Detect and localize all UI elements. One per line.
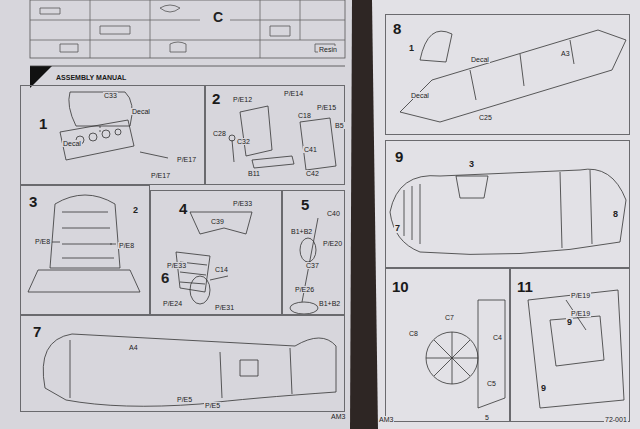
part-label: C41 [303,146,318,153]
part-label: P/E15 [316,104,337,111]
callout-number: 1 [408,44,415,53]
step-panel: 1 [20,85,205,185]
part-label: Decal [62,140,82,147]
part-label: C7 [444,314,455,321]
step-panel: 3 [20,185,150,315]
part-label: B1+B2 [318,300,341,307]
step-number: 9 [395,149,403,164]
part-label: P/E19 [570,310,591,317]
part-label: P/E26 [294,286,315,293]
part-label: 5 [484,414,490,421]
part-label: C4 [492,334,503,341]
part-label: AM3 [330,413,346,420]
callout-number: 9 [540,384,547,393]
step-number: 4 [179,201,187,216]
step-number: 5 [301,197,309,212]
callout-number: 6 [160,270,170,285]
part-label: C40 [326,210,341,217]
step-number: 1 [39,116,47,131]
part-label: P/E8 [118,242,135,249]
part-label: C42 [305,170,320,177]
part-label: B1+B2 [290,228,313,235]
callout-number: C [212,10,224,24]
step-number: 7 [33,324,41,339]
part-label: C14 [214,266,229,273]
part-label: P/E14 [283,90,304,97]
callout-number: 2 [132,206,139,215]
part-label: P/E5 [176,396,193,403]
part-label: C28 [212,130,227,137]
step-number: 10 [392,279,409,294]
part-label: P/E5 [204,402,221,409]
part-label: Decal [410,92,430,99]
part-label: C32 [236,138,251,145]
part-label: B11 [247,170,261,177]
part-label: A3 [560,50,571,57]
part-label: C25 [478,114,493,121]
part-label: Decal [131,108,151,115]
part-label: P/E19 [570,292,591,299]
part-label: P/E17 [176,156,197,163]
part-label: B5 [334,122,345,129]
part-label: C37 [305,262,320,269]
callout-number: 7 [394,224,401,233]
part-label: P/E33 [232,200,253,207]
callout-number: 3 [468,160,475,169]
step-panel: 9 [385,140,630,268]
part-label: C33 [103,92,118,99]
part-label: C39 [210,218,225,225]
part-label: P/E20 [322,240,343,247]
step-number: 3 [29,194,37,209]
step-panel: 4 [150,190,282,315]
callout-number: 8 [612,210,619,219]
part-label: C18 [297,112,312,119]
manual-heading: ASSEMBLY MANUAL [56,74,126,81]
part-label: P/E31 [214,304,235,311]
step-number: 11 [517,279,533,294]
part-label: C5 [486,380,497,387]
part-label: C8 [408,330,419,337]
step-panel: 10 [385,268,510,422]
part-label: AM3 [378,416,394,423]
part-label: 72-001 [604,416,628,423]
step-panel: 8 [385,14,630,135]
part-label: P/E24 [162,300,183,307]
part-label: Decal [470,56,490,63]
part-label: P/E33 [166,262,187,269]
step-number: 8 [393,21,401,36]
part-label: Resin [318,46,338,53]
part-label: P/E8 [34,238,51,245]
step-panel: 5 [282,190,345,315]
callout-number: 9 [566,318,573,327]
part-label: P/E12 [232,96,253,103]
step-number: 2 [212,91,220,106]
part-label: P/E17 [150,172,171,179]
part-label: A4 [128,344,139,351]
